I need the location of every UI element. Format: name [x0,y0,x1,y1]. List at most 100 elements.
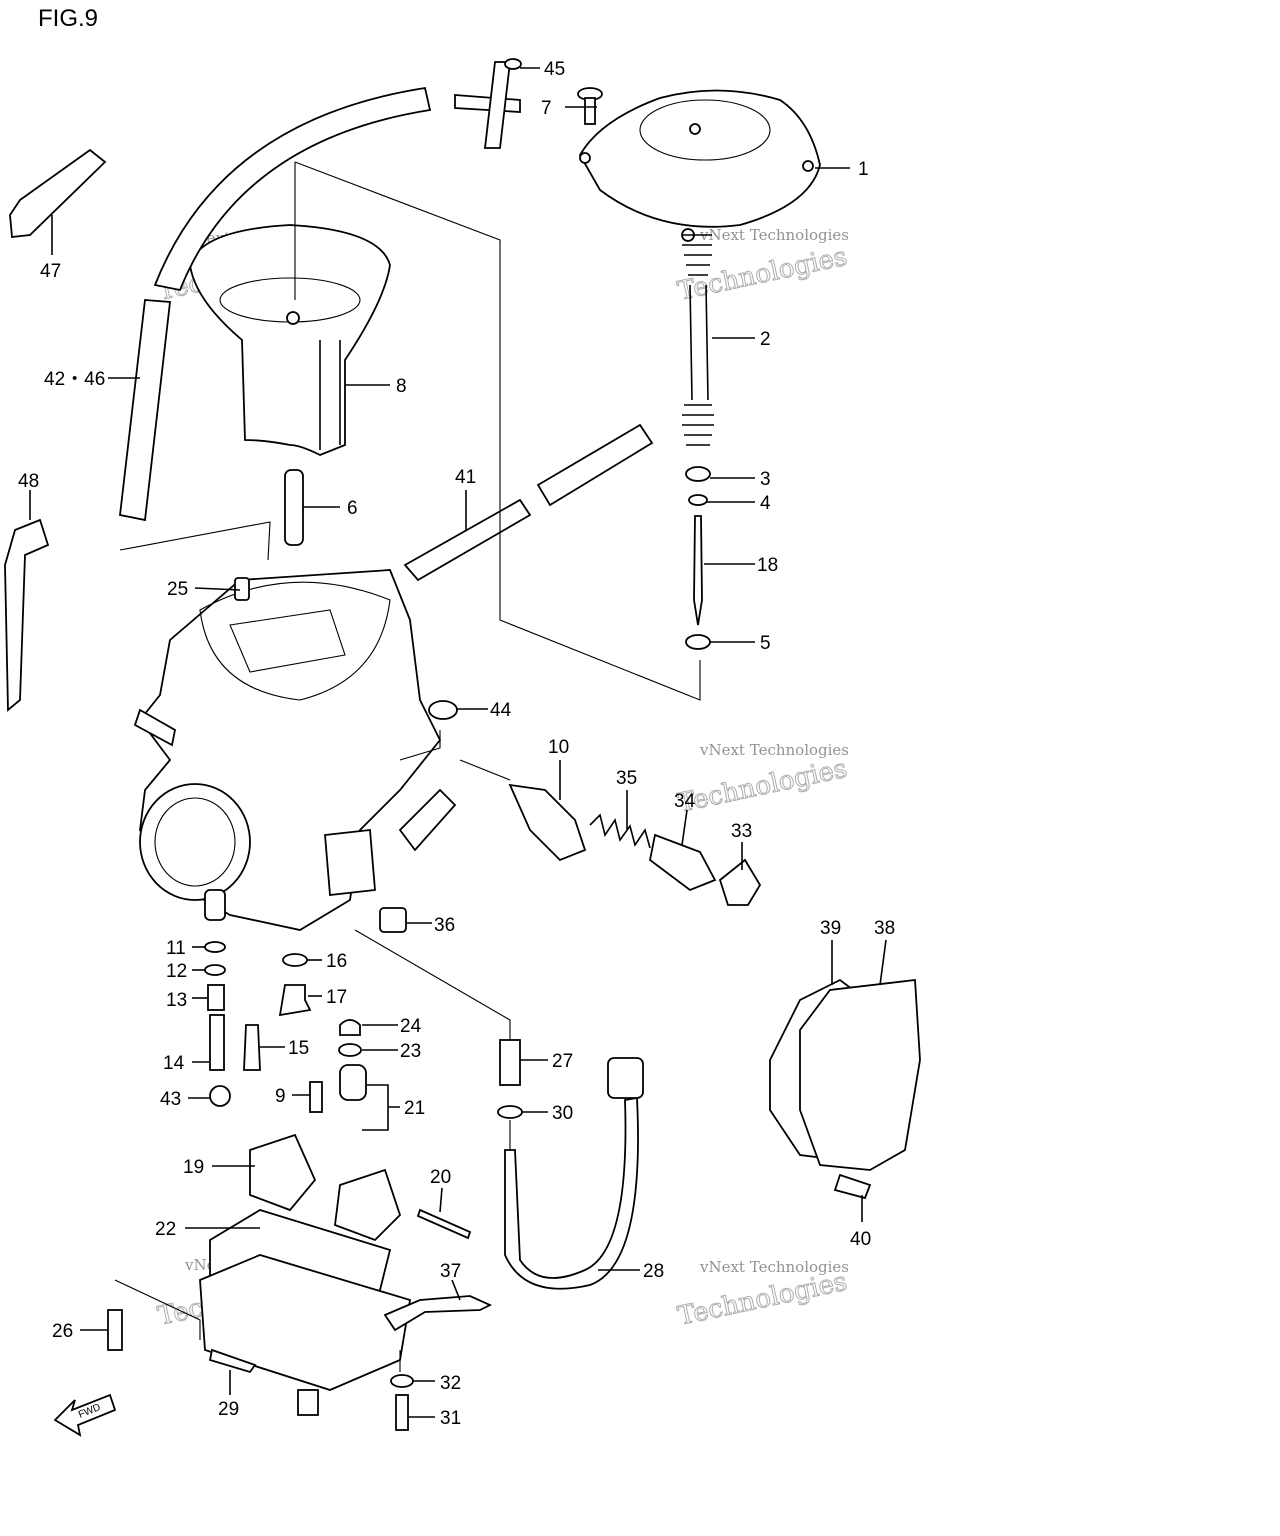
callout-48: 48 [18,471,39,492]
callout-26: 26 [52,1321,73,1342]
watermark-text: vNext Technologies [699,1258,849,1276]
watermark-text: vNext Technologies [699,741,849,759]
callout-36: 36 [434,915,455,936]
part-tube-41 [403,423,654,582]
part-bracket-37 [383,1295,493,1332]
callout-1: 1 [858,159,869,180]
callout-3: 3 [760,469,771,490]
watermark-text: Technologies [675,1267,850,1332]
part-43 [209,1085,231,1107]
watermark-text: vNext Technologies [699,226,849,244]
callout-40: 40 [850,1229,871,1250]
part-9 [309,1081,323,1113]
part-23 [338,1043,362,1057]
callout-47: 47 [40,261,61,282]
callout-18: 18 [757,555,778,576]
part-pin-20 [416,1208,472,1240]
callout-17: 17 [326,987,347,1008]
callout-22: 22 [155,1219,176,1240]
callout-28: 28 [643,1261,664,1282]
part-hose-fitting [607,1057,644,1099]
callout-15: 15 [288,1038,309,1059]
callout-21: 21 [404,1098,425,1119]
watermark-text: Technologies [675,754,850,819]
part-screw-29 [208,1348,257,1374]
part-oring-44 [428,700,458,720]
part-carburetor-body [133,569,457,931]
callout-39: 39 [820,918,841,939]
part-27 [499,1039,521,1086]
part-float [249,1133,402,1242]
part-washer-3 [685,466,711,482]
part-screw-7 [577,87,603,125]
part-jet-needle [693,515,703,626]
callout-7: 7 [541,98,552,119]
callout-labels: 45 7 1 2 3 4 18 5 8 6 41 47 48 42・46 25 … [18,59,895,1429]
part-cover-38 [799,978,921,1171]
callout-34: 34 [674,791,696,812]
part-36 [379,907,407,933]
part-11 [204,941,226,953]
callout-5: 5 [760,633,771,654]
callout-11: 11 [166,938,186,959]
part-21 [339,1064,367,1101]
part-screw-26 [107,1309,123,1351]
part-clip-4 [688,494,708,506]
callout-6: 6 [347,498,358,519]
callout-37: 37 [440,1261,461,1282]
callout-43: 43 [160,1089,181,1110]
part-washer-5 [685,634,711,650]
callout-19: 19 [183,1157,204,1178]
callout-30: 30 [552,1103,573,1124]
callout-2: 2 [760,329,771,350]
callout-23: 23 [400,1041,421,1062]
part-float-bowl [199,1209,412,1416]
callout-8: 8 [396,376,407,397]
part-17 [278,984,312,1017]
callout-20: 20 [430,1167,451,1188]
part-6 [284,469,304,546]
part-15 [243,1024,261,1071]
callout-25: 25 [167,579,188,600]
part-31 [395,1394,409,1431]
part-spring [682,234,714,446]
callout-33: 33 [731,821,752,842]
callout-24: 24 [400,1016,422,1037]
part-cap-33 [718,858,762,906]
part-diaphragm-piston [189,224,391,456]
part-32 [390,1374,414,1388]
part-34 [649,833,717,892]
callout-44: 44 [490,700,512,721]
callout-27: 27 [552,1051,573,1072]
part-spring-35 [589,813,651,849]
fwd-arrow-icon: FWD [53,1393,117,1437]
part-24 [339,1019,361,1036]
callout-4: 4 [760,493,771,514]
callout-14: 14 [163,1053,185,1074]
part-13 [207,984,225,1011]
part-lever-48 [4,518,50,712]
callout-29: 29 [218,1399,239,1420]
part-14 [209,1014,225,1071]
callout-35: 35 [616,768,637,789]
part-10 [508,783,587,862]
part-hose [119,86,432,522]
callout-9: 9 [275,1086,286,1107]
part-16 [282,953,308,967]
callout-31: 31 [440,1408,461,1429]
callout-10: 10 [548,737,569,758]
part-top-cap [578,89,821,242]
callout-41: 41 [455,467,476,488]
part-hose-28 [504,1096,639,1290]
part-12 [204,964,226,976]
part-bolt-40 [833,1173,872,1200]
figure-title: FIG.9 [38,5,98,32]
part-t-joint [454,58,522,149]
callout-16: 16 [326,951,347,972]
callout-13: 13 [166,990,187,1011]
callout-32: 32 [440,1373,461,1394]
callout-45: 45 [544,59,565,80]
part-bracket-47 [9,148,107,238]
part-30 [497,1105,523,1119]
